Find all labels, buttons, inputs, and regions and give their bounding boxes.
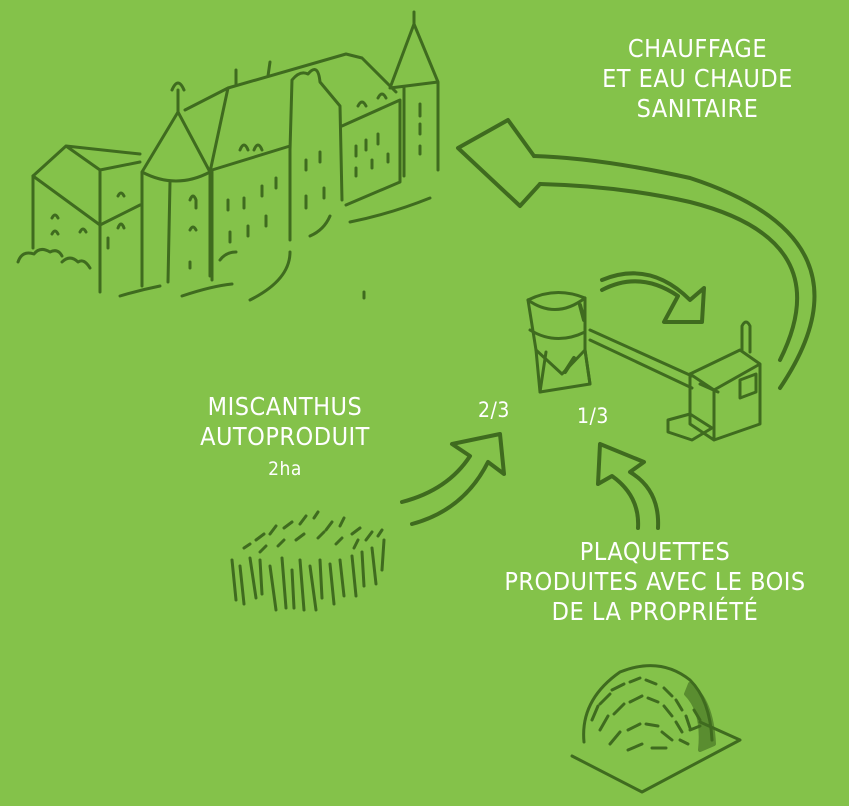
boiler-icon — [666, 320, 762, 442]
miscanthus-label: MISCANTHUS AUTOPRODUIT 2ha — [170, 392, 400, 481]
silo-icon — [526, 291, 694, 394]
miscanthus-area-label: 2ha — [268, 458, 302, 480]
miscanthus-label-line-2: AUTOPRODUIT — [200, 422, 370, 451]
heating-label: CHAUFFAGE ET EAU CHAUDE SANITAIRE — [575, 34, 820, 124]
chateau-icon — [16, 10, 440, 302]
heat-return-arrow — [456, 118, 817, 390]
silo-to-boiler-arrow — [600, 271, 706, 324]
wood-chips-label-line-3: DE LA PROPRIÉTÉ — [551, 597, 759, 626]
wood-to-silo-arrow — [596, 442, 661, 530]
wood-chips-label-line-1: PLAQUETTES — [579, 537, 731, 566]
miscanthus-label-line-1: MISCANTHUS — [207, 392, 363, 421]
heating-label-line-2: ET EAU CHAUDE — [602, 64, 793, 93]
wood-chip-pile-icon — [570, 664, 742, 794]
miscanthus-to-silo-arrow — [400, 432, 506, 526]
fraction-wood-label: 1/3 — [577, 404, 609, 428]
fraction-miscanthus-label: 2/3 — [478, 398, 510, 422]
heating-label-line-3: SANITAIRE — [636, 94, 759, 123]
wood-chips-label-line-2: PRODUITES AVEC LE BOIS — [504, 567, 806, 596]
grass-field-icon — [230, 510, 386, 612]
heating-label-line-1: CHAUFFAGE — [627, 34, 768, 63]
wood-chips-label: PLAQUETTES PRODUITES AVEC LE BOIS DE LA … — [465, 537, 845, 627]
